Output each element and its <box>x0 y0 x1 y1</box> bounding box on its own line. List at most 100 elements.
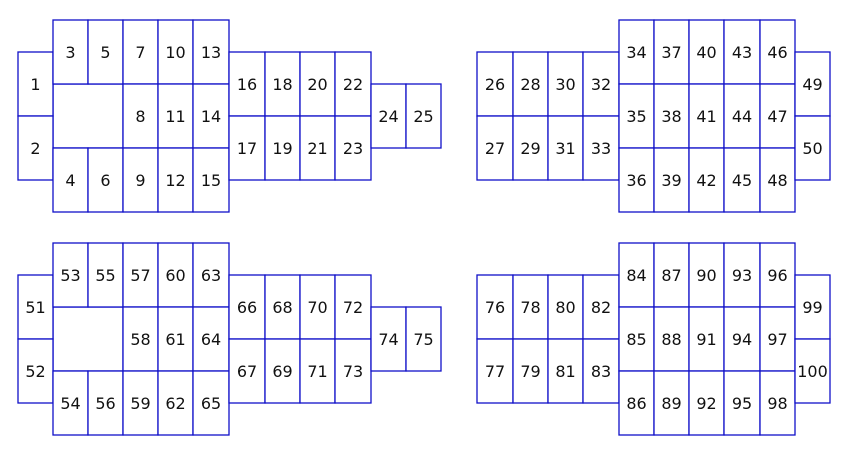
cell-21: 21 <box>299 115 336 181</box>
cell-11: 11 <box>157 83 194 149</box>
cell-24: 24 <box>370 83 407 149</box>
cell-22: 22 <box>334 51 372 117</box>
cell-box <box>87 370 124 436</box>
empty-area <box>52 83 124 149</box>
cell-3: 3 <box>52 19 89 85</box>
cell-box <box>653 242 690 308</box>
cell-71: 71 <box>299 338 336 404</box>
cell-68: 68 <box>264 274 301 340</box>
cell-box <box>157 19 194 85</box>
cell-15: 15 <box>192 147 230 213</box>
cell-label: 75 <box>413 330 433 349</box>
cell-61: 61 <box>157 306 194 372</box>
cell-box <box>512 274 549 340</box>
cell-label: 15 <box>201 171 221 190</box>
cell-12: 12 <box>157 147 194 213</box>
cell-label: 4 <box>65 171 75 190</box>
cell-box <box>52 370 89 436</box>
cell-label: 77 <box>485 362 505 381</box>
cell-label: 18 <box>272 75 292 94</box>
cell-16: 16 <box>228 51 266 117</box>
cell-37: 37 <box>653 19 690 85</box>
cell-82: 82 <box>582 274 620 340</box>
cell-8: 8 <box>122 83 159 149</box>
cell-label: 90 <box>696 266 716 285</box>
cell-47: 47 <box>759 83 796 149</box>
cell-box <box>370 306 407 372</box>
cell-label: 49 <box>802 75 822 94</box>
cell-box <box>87 242 124 308</box>
cell-label: 67 <box>237 362 257 381</box>
cell-35: 35 <box>618 83 655 149</box>
cell-label: 78 <box>520 298 540 317</box>
cell-label: 35 <box>626 107 646 126</box>
cell-87: 87 <box>653 242 690 308</box>
cell-label: 39 <box>661 171 681 190</box>
cell-57: 57 <box>122 242 159 308</box>
cell-box <box>334 51 372 117</box>
cell-box <box>228 274 266 340</box>
cell-label: 95 <box>732 394 752 413</box>
cell-label: 32 <box>591 75 611 94</box>
cell-85: 85 <box>618 306 655 372</box>
cell-51: 51 <box>17 274 54 340</box>
cell-box <box>688 147 725 213</box>
cell-33: 33 <box>582 115 620 181</box>
cell-label: 100 <box>797 362 828 381</box>
cell-56: 56 <box>87 370 124 436</box>
block-3: 5152535455565758596061626364656667686970… <box>17 242 442 436</box>
cell-label: 58 <box>130 330 150 349</box>
cell-box <box>723 147 761 213</box>
cell-label: 11 <box>165 107 185 126</box>
cell-label: 56 <box>95 394 115 413</box>
cell-69: 69 <box>264 338 301 404</box>
cell-label: 19 <box>272 139 292 158</box>
cell-36: 36 <box>618 147 655 213</box>
cell-39: 39 <box>653 147 690 213</box>
cell-63: 63 <box>192 242 230 308</box>
cell-2: 2 <box>17 115 54 181</box>
cell-box <box>653 306 690 372</box>
cell-20: 20 <box>299 51 336 117</box>
cell-55: 55 <box>87 242 124 308</box>
cell-label: 68 <box>272 298 292 317</box>
cell-box <box>87 19 124 85</box>
cell-box <box>794 51 831 117</box>
cell-28: 28 <box>512 51 549 117</box>
cell-52: 52 <box>17 338 54 404</box>
cell-100: 100 <box>794 338 831 404</box>
cell-box <box>476 338 514 404</box>
cell-box <box>87 147 124 213</box>
cell-box <box>512 51 549 117</box>
cell-40: 40 <box>688 19 725 85</box>
cell-31: 31 <box>547 115 584 181</box>
cell-1: 1 <box>17 51 54 117</box>
cell-label: 87 <box>661 266 681 285</box>
cell-label: 48 <box>767 171 787 190</box>
cell-60: 60 <box>157 242 194 308</box>
cell-box <box>17 274 54 340</box>
cell-92: 92 <box>688 370 725 436</box>
cell-label: 55 <box>95 266 115 285</box>
cell-58: 58 <box>122 306 159 372</box>
cell-label: 23 <box>343 139 363 158</box>
cell-box <box>228 51 266 117</box>
cell-label: 50 <box>802 139 822 158</box>
cell-65: 65 <box>192 370 230 436</box>
cell-box <box>157 147 194 213</box>
cell-box <box>52 19 89 85</box>
cell-label: 52 <box>25 362 45 381</box>
cell-99: 99 <box>794 274 831 340</box>
cell-box <box>794 274 831 340</box>
cell-label: 64 <box>201 330 221 349</box>
cell-box <box>688 370 725 436</box>
cell-54: 54 <box>52 370 89 436</box>
cell-box <box>476 274 514 340</box>
cell-13: 13 <box>192 19 230 85</box>
cell-label: 69 <box>272 362 292 381</box>
cell-5: 5 <box>87 19 124 85</box>
cell-label: 74 <box>378 330 398 349</box>
cell-box <box>17 115 54 181</box>
cell-box <box>299 115 336 181</box>
